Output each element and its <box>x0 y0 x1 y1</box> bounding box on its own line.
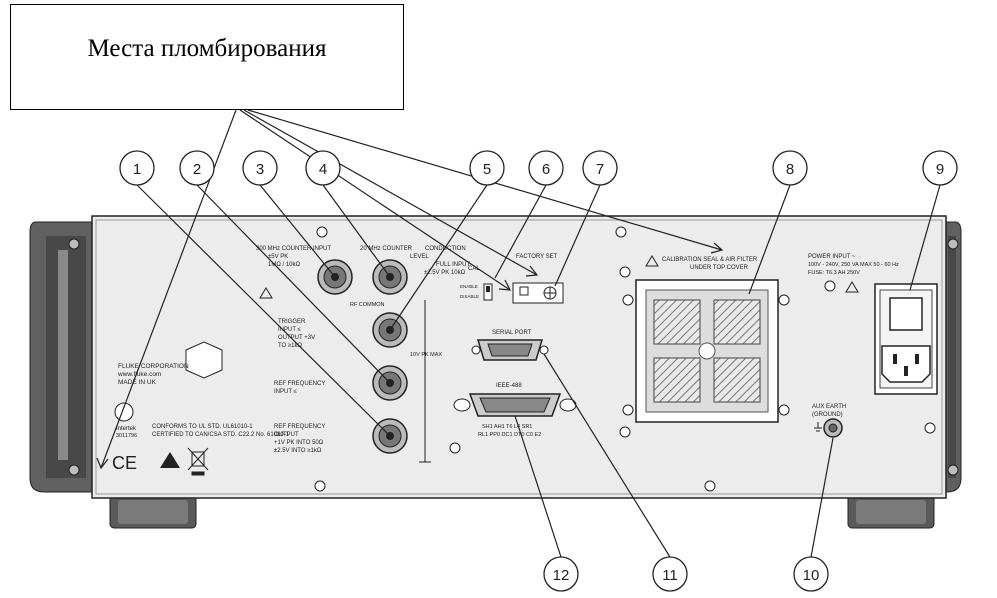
iec-power-socket[interactable] <box>881 345 931 383</box>
caution-icon <box>259 287 273 299</box>
weee-bin-icon <box>187 447 209 476</box>
callout-8: 8 <box>772 150 808 186</box>
counter-300-sub: ±5V PK <box>268 254 288 260</box>
cert-mark-text: Intertek <box>116 426 137 432</box>
conformity-text-2: CERTIFIED TO CAN/CSA STD. C22.2 No. 6101… <box>152 432 290 438</box>
seal-locations-caption: Места пломбирования <box>87 35 327 62</box>
cal-seal-label-2: UNDER TOP COVER <box>690 265 749 271</box>
callout-3-label: 3 <box>256 161 264 178</box>
etl-logo <box>114 402 134 422</box>
ref-out-label-1: REF FREQUENCY <box>274 424 325 430</box>
callout-5: 5 <box>469 150 505 186</box>
aux-earth-label-1: AUX EARTH <box>812 404 846 410</box>
trigger-label-4: TO ≥1kΩ <box>278 343 303 349</box>
website-text: www.fluke.com <box>117 371 161 378</box>
hex-plug <box>185 341 223 379</box>
ref-out-label-4: ±2.5V INTO ≥1kΩ <box>274 448 322 454</box>
counter-300-label: 300 MHz COUNTER INPUT <box>256 246 331 252</box>
air-filter-grill <box>622 279 790 423</box>
power-warning-icon <box>845 281 859 293</box>
callout-11-label: 11 <box>662 567 678 584</box>
ieee-label: IEEE-488 <box>496 383 522 389</box>
cal-seal-label-1: CALIBRATION SEAL & AIR FILTER <box>662 257 758 263</box>
factory-set-label: FACTORY SET <box>516 254 558 260</box>
trigger-label-2: INPUT ≤ <box>278 327 302 333</box>
callout-2: 2 <box>179 150 215 186</box>
pk-max-label: 10V PK MAX <box>410 352 442 358</box>
serial-port-label: SERIAL PORT <box>492 330 532 336</box>
seal-locations-caption-box: Места пломбирования <box>10 4 404 110</box>
aux-earth-terminal[interactable] <box>823 418 843 438</box>
conduction-label: CONDUCTION <box>425 246 466 252</box>
callout-5-label: 5 <box>483 161 491 178</box>
panel-screws <box>314 226 836 492</box>
callout-6-label: 6 <box>542 161 550 178</box>
callout-8-label: 8 <box>786 161 794 178</box>
power-switch[interactable] <box>889 297 923 331</box>
callout-1-label: 1 <box>133 161 141 178</box>
callout-4-label: 4 <box>319 161 327 178</box>
cal-label: CAL <box>468 266 480 272</box>
trigger-label-3: OUTPUT +3V <box>278 335 315 341</box>
conformity-text-1: CONFORMS TO UL STD. UL61010-1 <box>152 424 253 430</box>
handle-right <box>945 221 962 493</box>
callout-leaders <box>136 184 941 558</box>
power-spec-label: 100V - 240V, 250 VA MAX 50 - 60 Hz <box>808 262 899 268</box>
callout-3: 3 <box>242 150 278 186</box>
counter-300-imp: 1MΩ / 10kΩ <box>268 262 300 268</box>
callout-1: 1 <box>119 150 155 186</box>
foot-right <box>847 489 935 529</box>
earth-symbol-icon <box>814 422 822 432</box>
level-label: LEVEL <box>410 254 429 260</box>
foot-left <box>109 489 197 529</box>
ieee-sub-2: RL1 PP0 DC1 DT0 C0 E2 <box>478 432 541 438</box>
ref-out-label-2: OUTPUT <box>274 432 299 438</box>
power-input-label: POWER INPUT ~ <box>808 254 856 260</box>
ref-out-label-3: +1V PK INTO 50Ω <box>274 440 324 446</box>
handle-left <box>29 221 93 493</box>
indicator-hole <box>924 422 936 434</box>
ref-in-label-1: REF FREQUENCY <box>274 381 325 387</box>
cal-seal-warning-icon <box>645 255 659 267</box>
counter-20-label: 20 MHz COUNTER <box>360 246 413 252</box>
trigger-label-1: TRIGGER <box>278 319 306 325</box>
callout-7-label: 7 <box>596 161 604 178</box>
ce-mark: CE <box>112 453 137 473</box>
callout-7: 7 <box>582 150 618 186</box>
rf-common-label: RF COMMON <box>350 302 385 308</box>
fuse-label: FUSE: T6.3 AH 250V <box>808 270 860 276</box>
callout-10: 10 <box>793 556 829 592</box>
callout-11: 11 <box>652 556 688 592</box>
counter-20-b: FULL INPUT <box>436 262 470 268</box>
callout-10-label: 10 <box>803 567 820 584</box>
callout-12: 12 <box>543 556 579 592</box>
warning-triangle-icon <box>160 452 180 468</box>
callout-4: 4 <box>305 150 341 186</box>
manufacturer-text: FLUKE CORPORATION <box>118 363 189 370</box>
ieee-488-connector[interactable] <box>453 393 577 417</box>
callout-9-label: 9 <box>936 161 944 178</box>
aux-earth-label-2: (GROUND) <box>812 412 843 418</box>
ref-in-label-2: INPUT ≤ <box>274 389 298 395</box>
origin-text: MADE IN UK <box>118 379 157 386</box>
disable-label: DISABLE <box>460 294 479 299</box>
counter-20-c: ±2.5V PK 10kΩ <box>424 270 466 276</box>
callout-9: 9 <box>922 150 958 186</box>
callout-2-label: 2 <box>193 161 201 178</box>
serial-port-connector[interactable] <box>471 339 549 361</box>
ieee-sub-1: SH1 AH1 T6 L4 SR1 <box>482 424 532 430</box>
callout-6: 6 <box>528 150 564 186</box>
callout-circles: 1 2 3 4 5 6 7 8 9 10 11 12 <box>119 150 958 592</box>
enable-label: ENABLE <box>460 284 478 289</box>
callout-12-label: 12 <box>553 567 570 584</box>
cert-number-text: 3011796 <box>116 433 137 439</box>
